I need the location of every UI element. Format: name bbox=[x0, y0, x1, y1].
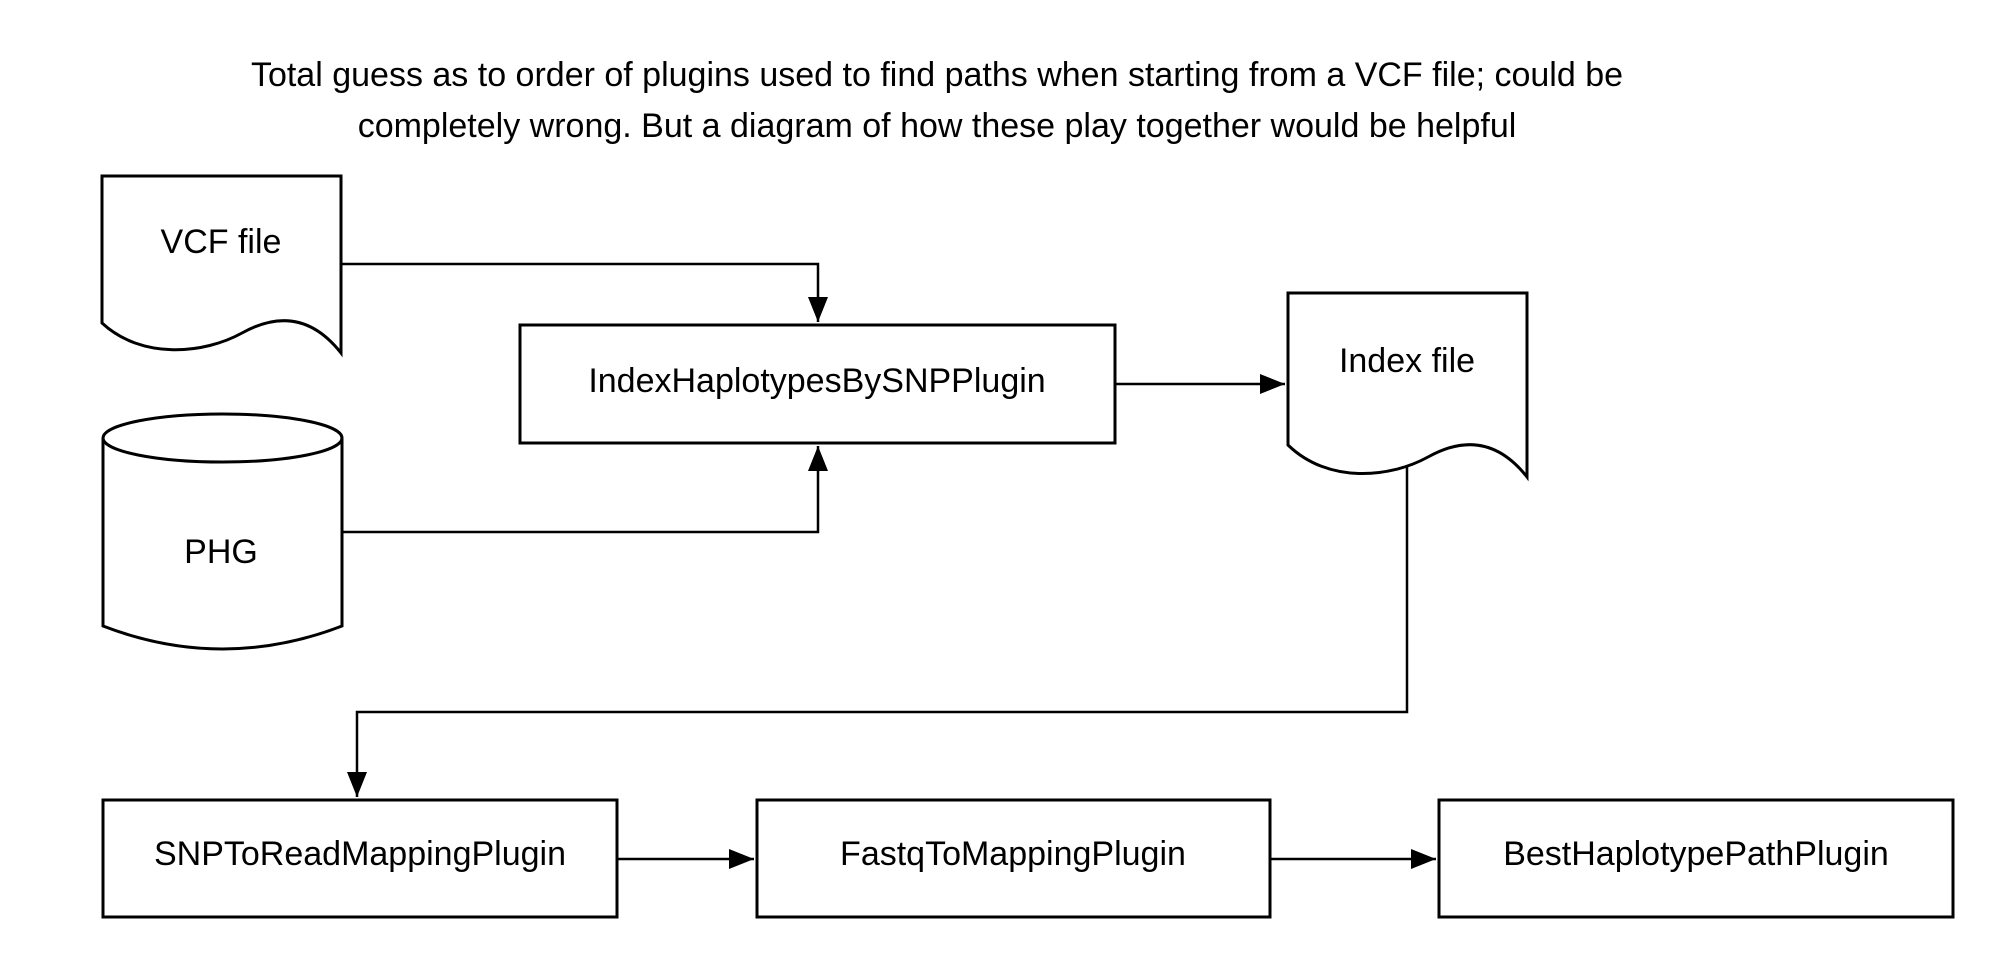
best-haplotype-path-plugin-label: BestHaplotypePathPlugin bbox=[1503, 835, 1889, 873]
index-haplotypes-plugin-box bbox=[518, 323, 1117, 445]
diagram-title-line2: completely wrong. But a diagram of how t… bbox=[357, 107, 1517, 145]
vcf-file-document-shape bbox=[100, 174, 343, 358]
edge-phg-to-index-haplotypes-plugin bbox=[342, 446, 828, 534]
phg-cylinder-top bbox=[101, 412, 344, 464]
edges bbox=[341, 262, 1436, 869]
node-labels: VCF file PHG IndexHaplotypesBySNPPlugin … bbox=[154, 223, 1889, 873]
phg-label: PHG bbox=[184, 533, 258, 571]
index-file-label: Index file bbox=[1339, 342, 1475, 380]
edge-index-file-to-snp-to-read-mapping-plugin bbox=[347, 460, 1409, 797]
diagram-title-line1: Total guess as to order of plugins used … bbox=[250, 56, 1624, 94]
vcf-file-label: VCF file bbox=[161, 223, 282, 261]
snp-to-read-mapping-plugin-box bbox=[101, 798, 619, 919]
fastq-to-mapping-plugin-label: FastqToMappingPlugin bbox=[840, 835, 1186, 873]
best-haplotype-path-plugin-box bbox=[1437, 798, 1955, 919]
fastq-to-mapping-plugin-box bbox=[755, 798, 1272, 919]
phg-cylinder-body bbox=[101, 438, 344, 651]
diagram-title: Total guess as to order of plugins used … bbox=[131, 50, 1743, 152]
snp-to-read-mapping-plugin-label: SNPToReadMappingPlugin bbox=[154, 835, 566, 873]
nodes bbox=[100, 174, 1955, 919]
index-haplotypes-plugin-label: IndexHaplotypesBySNPPlugin bbox=[588, 362, 1045, 400]
phg-database-shape bbox=[101, 412, 344, 651]
index-file-document-shape bbox=[1286, 291, 1529, 482]
edge-vcf-file-to-index-haplotypes-plugin bbox=[341, 262, 828, 322]
